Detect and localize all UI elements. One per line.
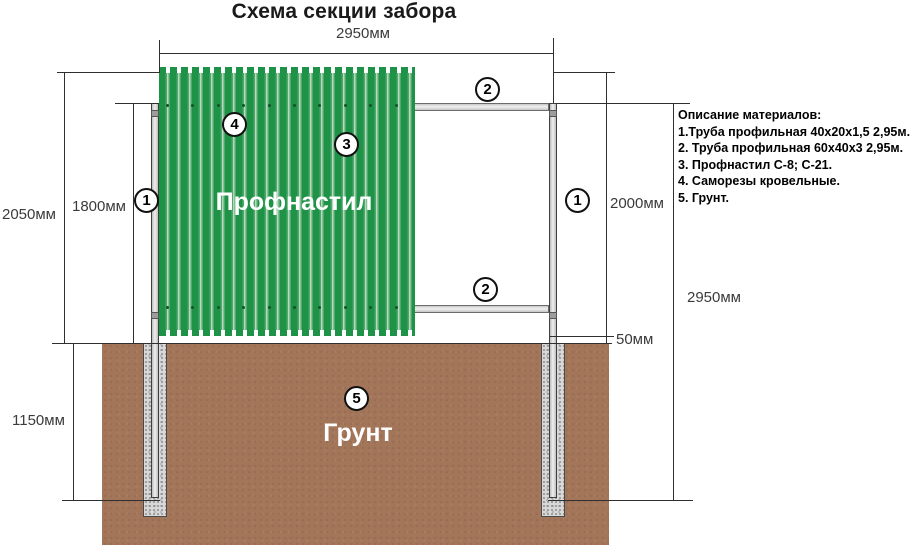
screw-dot [216,104,220,107]
callout-soil: 5 [344,386,369,411]
screw-dot [242,104,246,107]
callout-rail-top: 2 [475,77,500,102]
rail-top-start-cap [151,110,159,117]
screw-dot [318,306,322,309]
ext-line-panel-top-left [57,72,159,73]
callout-post-right: 1 [565,188,590,213]
screw-dot [216,306,220,309]
screw-dot [166,306,169,309]
dim-height-total-label: 2050мм [2,206,56,223]
screw-dot [191,306,195,309]
materials-item: 2. Труба профильная 60х40х3 2,95м. [678,141,904,155]
dim-line-post-total [673,103,674,500]
screw-dot [318,104,322,107]
sheet-top-edge [159,67,415,73]
screw-dot [293,306,296,309]
screw-dot [267,104,271,107]
dim-post-above-label: 2000мм [610,195,664,212]
callout-rail-bottom: 2 [473,277,498,302]
dim-line-underground [73,343,74,500]
ground-level-line [52,343,612,344]
soil-label: Грунт [323,419,393,447]
screw-dot [191,104,195,107]
post-left [151,103,159,498]
page-title: Схема секции забора [231,0,457,23]
screw-dot [166,104,169,107]
dim-underground-label: 1150мм [12,412,65,429]
callout-screws: 4 [222,112,247,137]
screw-dot [369,306,373,309]
leader-line-bottom-gap [550,336,614,337]
dim-bottom-gap-label: 50мм [616,331,654,348]
screw-dot [369,104,373,107]
profiled-sheet [159,73,415,330]
screw-dot [343,104,347,107]
soil-area [102,343,609,545]
callout-post-left: 1 [134,188,159,213]
materials-item: 5. Грунт. [678,190,729,205]
post-right [549,103,557,498]
rail-bottom-end-cap [549,312,557,319]
screw-dot [394,104,398,107]
panel-label: Профнастил [215,188,373,216]
rail-bottom-start-cap [151,312,159,319]
materials-block: Описание материалов: 1.Труба профильная … [678,107,910,207]
dim-line-post-above [606,72,607,343]
screw-dot [394,306,398,309]
ext-line-rail-top-right [556,103,690,104]
materials-list: 1.Труба профильная 40х20х1,5 2,95м. 2. Тр… [678,124,910,207]
screw-dot [267,306,271,309]
ext-line-post-top-right [553,72,615,73]
dim-line-height-rails [133,103,134,343]
materials-item: 1.Труба профильная 40х20х1,5 2,95м. [678,124,910,139]
ext-line-top-right [553,38,554,103]
screw-dot [293,104,296,107]
materials-item: 4. Саморезы кровельные. [678,174,840,188]
ext-line-rail-top-left [115,103,159,104]
ext-line-top-left [159,40,160,73]
materials-item: 3. Профнастил С-8; С-21. [678,157,833,172]
screw-dot [343,306,347,309]
tick-line-post-bottom-left [62,500,160,501]
tick-line-post-bottom-right [548,500,693,501]
callout-sheet: 3 [334,132,359,157]
dim-line-height-total [64,72,65,343]
screw-dot [242,306,246,309]
dim-line-top-span [159,53,554,54]
materials-heading: Описание материалов: [678,108,822,122]
dim-height-rails-label: 1800мм [72,198,126,215]
rail-top-end-cap [549,110,557,117]
sheet-bottom-edge [159,330,415,336]
dim-span-top-label: 2950мм [336,25,390,42]
dim-post-total-label: 2950мм [687,289,741,306]
